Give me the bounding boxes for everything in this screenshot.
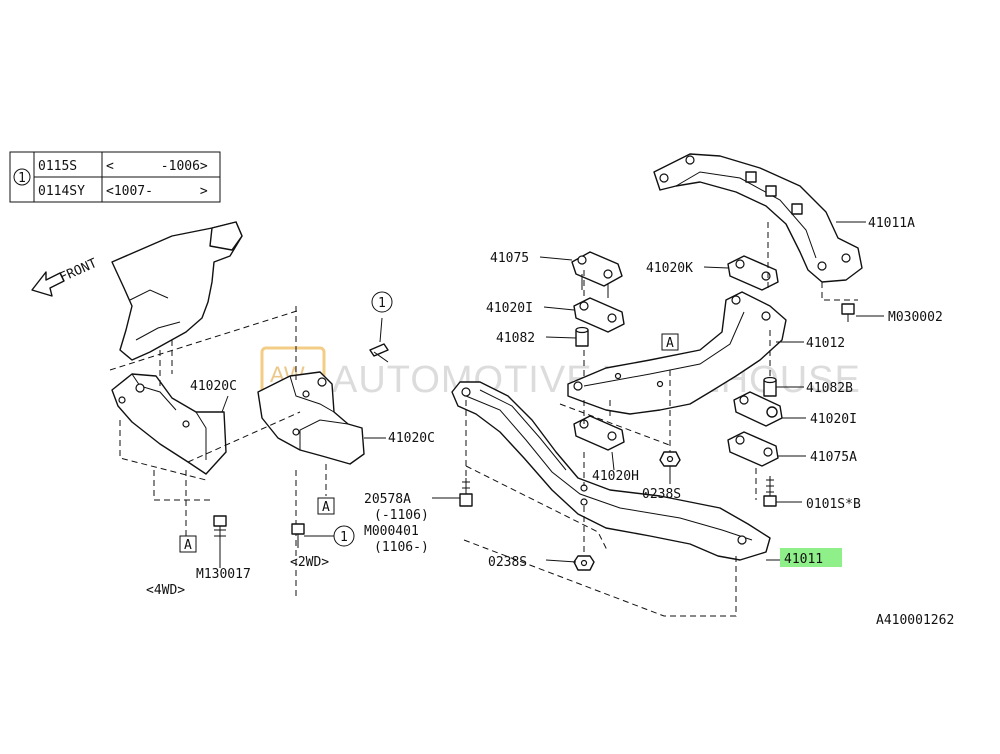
legend-circle-icon [13,168,31,186]
circle-1-top: 1 [371,291,393,313]
label-0238S-mid[interactable]: 0238S [642,487,681,502]
front-arrow-icon [31,271,65,297]
spacer-41082 [575,326,589,347]
legend-part-2: 0114SY [38,184,85,199]
legend-range-1: < -1006> [106,159,208,174]
label-M130017[interactable]: M130017 [196,567,251,582]
label-M000401-range: (1106-) [374,540,429,555]
label-20578A[interactable]: 20578A [364,492,411,507]
label-41020K[interactable]: 41020K [646,261,693,276]
mount-41020C-left [111,373,227,475]
label-41020I-top[interactable]: 41020I [486,301,533,316]
label-0101S-B[interactable]: 0101S*B [806,497,861,512]
diagram-id: A410001262 [876,613,954,628]
label-20578A-range: (-1106) [374,508,429,523]
svg-text:A: A [666,336,674,351]
label-41011[interactable]: 41011 [784,552,823,567]
legend-part-1: 0115S [38,159,77,174]
svg-text:A: A [322,500,330,515]
label-M000401[interactable]: M000401 [364,524,419,539]
label-2wd: <2WD> [290,555,329,570]
label-0238S-bottom[interactable]: 0238S [488,555,527,570]
spacer-41082B [763,376,777,397]
circle-1-bottom: 1 [333,525,355,547]
label-41075A[interactable]: 41075A [810,450,857,465]
transmission-housing [111,221,243,361]
nut-0238S-mid [659,451,681,467]
guides-right [463,222,771,617]
highlight-41011 [780,548,842,567]
svg-text:1: 1 [378,296,386,311]
ref-box-A-3: A [661,333,679,351]
plate-41020H [573,415,625,451]
label-4wd: <4WD> [146,583,185,598]
label-41012[interactable]: 41012 [806,336,845,351]
label-41011A[interactable]: 41011A [868,216,915,231]
bolt-2wd [291,523,305,548]
bolt-M030002 [821,282,858,322]
label-41075[interactable]: 41075 [490,251,529,266]
plate-41075 [571,251,623,298]
label-41082[interactable]: 41082 [496,331,535,346]
mount-41020C-mid [257,371,365,465]
plate-41020I-top [573,297,625,333]
label-41082B[interactable]: 41082B [806,381,853,396]
bolt-M130017 [213,515,227,562]
plate-41020K [727,255,779,291]
bolt-top-mid [369,317,389,363]
front-label: FRONT [58,256,100,286]
crossmember-41011A [653,153,863,283]
nut-0238S-bottom [573,555,595,571]
bolt-20578A [459,478,473,507]
plate-41075A [727,431,779,467]
label-41020C-left[interactable]: 41020C [190,379,237,394]
label-M030002[interactable]: M030002 [888,310,943,325]
legend-range-2: <1007- > [106,184,208,199]
callout-labels: 41011A 41075 41020K M030002 41020I 41012… [146,216,954,628]
label-41020H[interactable]: 41020H [592,469,639,484]
crossmember-41011 [451,381,771,561]
front-arrow: FRONT [31,256,100,297]
ref-box-A-1: A [179,535,197,553]
leaders [219,221,884,568]
bolt-0101S [763,476,777,507]
legend-symbol: 1 [18,171,26,186]
svg-text:A: A [184,538,192,553]
legend-table: 1 0115S < -1006> 0114SY <1007- > [9,151,221,203]
guides-left [109,306,327,600]
svg-text:1: 1 [340,530,348,545]
ref-box-A-2: A [317,497,335,515]
label-41020I-right[interactable]: 41020I [810,412,857,427]
label-41020C-mid[interactable]: 41020C [388,431,435,446]
